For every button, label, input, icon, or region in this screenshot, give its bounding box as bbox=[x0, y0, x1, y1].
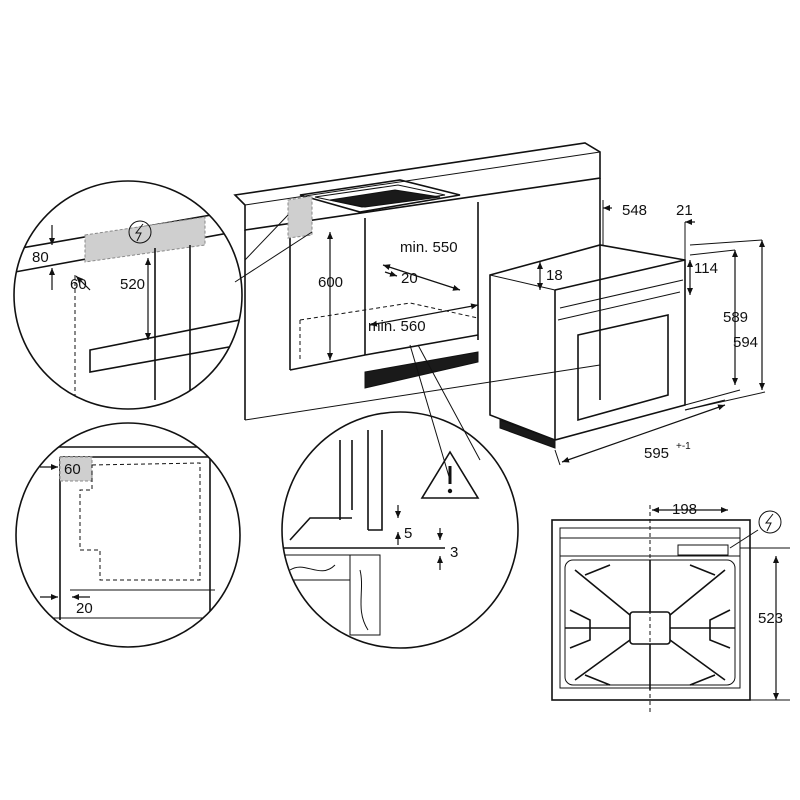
dim-548: 548 bbox=[622, 202, 647, 219]
dim-60-side: 60 bbox=[64, 461, 81, 478]
dim-595: 595 bbox=[644, 445, 669, 462]
detail-gap-content bbox=[282, 430, 445, 636]
main-dimension-marks bbox=[327, 232, 479, 360]
electric-icon-top bbox=[128, 220, 152, 244]
dim-520: 520 bbox=[120, 276, 145, 293]
oven-dimension-marks bbox=[537, 200, 766, 466]
detail-circle-side bbox=[15, 422, 241, 648]
dim-114: 114 bbox=[694, 260, 718, 277]
dim-20-side: 20 bbox=[76, 600, 93, 617]
warning-triangle-icon bbox=[420, 450, 480, 499]
dim-20: 20 bbox=[401, 270, 418, 287]
dim-18: 18 bbox=[546, 267, 563, 284]
dim-523: 523 bbox=[758, 610, 783, 627]
detail-circle-gap bbox=[281, 411, 519, 649]
dim-595-tolerance: +-1 bbox=[676, 441, 691, 452]
oven-body bbox=[489, 244, 686, 449]
detail-side-content bbox=[40, 446, 240, 620]
dim-3: 3 bbox=[450, 544, 458, 561]
detail-circle-top bbox=[13, 180, 243, 410]
dim-594: 594 bbox=[733, 334, 758, 351]
electric-connection-icon bbox=[758, 510, 782, 534]
dim-589: 589 bbox=[723, 309, 748, 326]
dim-5: 5 bbox=[404, 525, 412, 542]
dim-min-560: min. 560 bbox=[368, 318, 426, 335]
dim-60-top: 60 bbox=[70, 276, 87, 293]
dim-min-550: min. 550 bbox=[400, 239, 458, 256]
cable-outlet-front-view bbox=[551, 505, 790, 712]
dim-21: 21 bbox=[676, 202, 693, 219]
dim-198: 198 bbox=[672, 501, 697, 518]
dim-80: 80 bbox=[32, 249, 49, 266]
detail-top-content bbox=[14, 209, 242, 400]
dim-600: 600 bbox=[318, 274, 343, 291]
worktop-cabinet bbox=[233, 142, 601, 481]
